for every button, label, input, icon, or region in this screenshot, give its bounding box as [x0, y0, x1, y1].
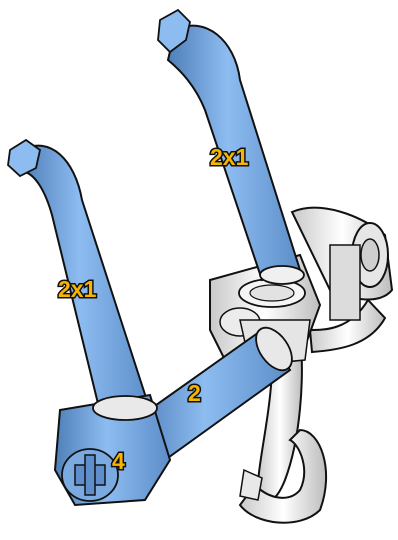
callout-connector: 4	[112, 450, 125, 473]
callout-left-tube: 2x1	[58, 278, 96, 301]
callout-cross-axle-text: 2	[188, 380, 201, 406]
callout-upper-tube-text: 2x1	[210, 144, 248, 170]
callout-upper-tube: 2x1	[210, 146, 248, 169]
callout-connector-text: 4	[112, 448, 125, 474]
callout-cross-axle: 2	[188, 382, 201, 405]
callout-left-tube-text: 2x1	[58, 276, 96, 302]
